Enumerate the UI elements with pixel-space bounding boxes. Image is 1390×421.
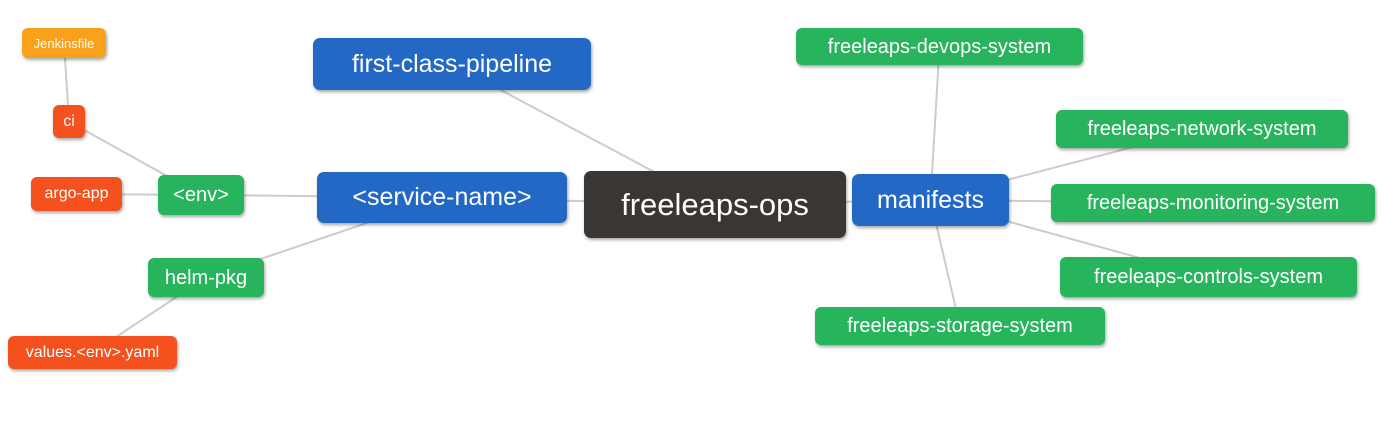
node-freeleaps-devops-system[interactable]: freeleaps-devops-system: [796, 28, 1083, 65]
node-freeleaps-storage-system[interactable]: freeleaps-storage-system: [815, 307, 1105, 345]
node-manifests[interactable]: manifests: [852, 174, 1009, 226]
node-env[interactable]: <env>: [158, 175, 244, 215]
node-freeleaps-storage-system-label: freeleaps-storage-system: [847, 315, 1073, 337]
node-values-env-yaml-label: values.<env>.yaml: [25, 343, 160, 361]
node-env-label: <env>: [173, 184, 229, 206]
node-freeleaps-network-system-label: freeleaps-network-system: [1087, 118, 1317, 140]
node-helm-pkg[interactable]: helm-pkg: [148, 258, 264, 297]
node-service-name-label: <service-name>: [352, 183, 532, 211]
node-freeleaps-devops-system-label: freeleaps-devops-system: [827, 35, 1052, 58]
node-freeleaps-controls-system[interactable]: freeleaps-controls-system: [1060, 257, 1357, 297]
node-values-env-yaml[interactable]: values.<env>.yaml: [8, 336, 177, 369]
node-freeleaps-monitoring-system[interactable]: freeleaps-monitoring-system: [1051, 184, 1375, 222]
node-helm-pkg-label: helm-pkg: [164, 266, 248, 289]
node-jenkinsfile[interactable]: Jenkinsfile: [22, 28, 106, 58]
node-freeleaps-monitoring-system-label: freeleaps-monitoring-system: [1086, 192, 1340, 214]
node-freeleaps-network-system[interactable]: freeleaps-network-system: [1056, 110, 1348, 148]
node-first-class-pipeline[interactable]: first-class-pipeline: [313, 38, 591, 90]
node-ci-label: ci: [63, 112, 75, 130]
node-argo-app[interactable]: argo-app: [31, 177, 122, 211]
node-argo-app-label: argo-app: [44, 185, 109, 202]
node-jenkinsfile-label: Jenkinsfile: [33, 35, 95, 51]
node-freeleaps-ops[interactable]: freeleaps-ops: [584, 171, 846, 238]
node-freeleaps-ops-label: freeleaps-ops: [621, 187, 809, 222]
node-service-name[interactable]: <service-name>: [317, 172, 567, 223]
node-first-class-pipeline-label: first-class-pipeline: [351, 49, 553, 78]
node-manifests-label: manifests: [877, 185, 984, 214]
node-ci[interactable]: ci: [53, 105, 85, 138]
node-freeleaps-controls-system-label: freeleaps-controls-system: [1094, 266, 1323, 288]
